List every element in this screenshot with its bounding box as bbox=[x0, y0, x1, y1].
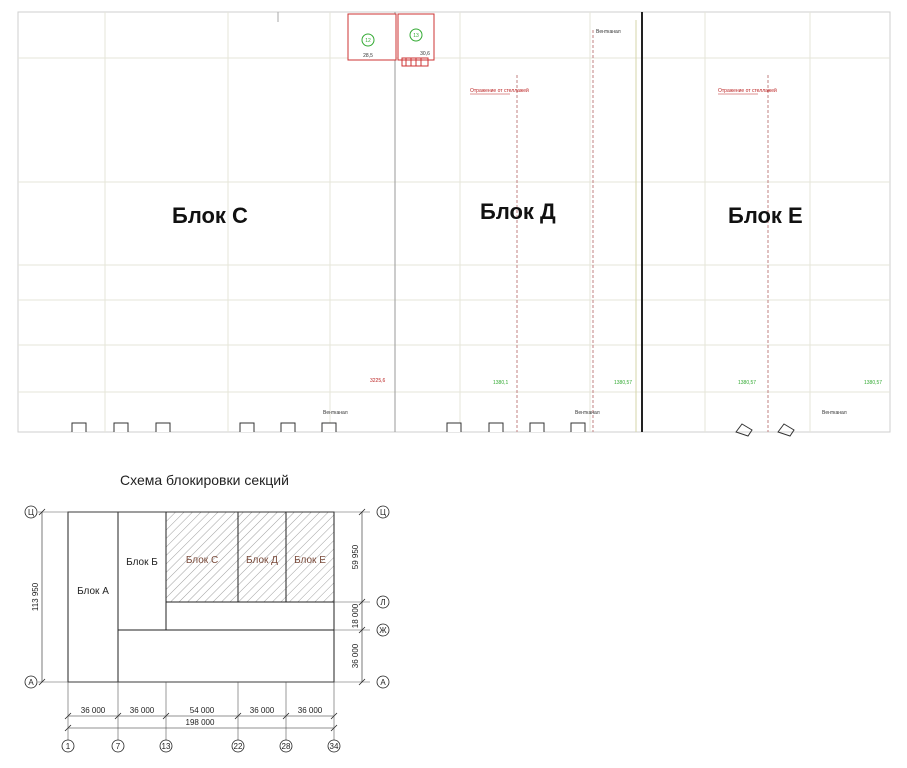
dim-total: 198 000 bbox=[186, 718, 215, 727]
axis-col-22: 22 bbox=[234, 742, 243, 751]
room-13-number: 13 bbox=[413, 33, 419, 39]
axis-l: Л bbox=[380, 598, 385, 607]
dim-right-3: 36 000 bbox=[351, 643, 360, 668]
axis-col-28: 28 bbox=[282, 742, 291, 751]
area-label-e1: 1380,57 bbox=[738, 380, 756, 386]
room-13-marker bbox=[409, 28, 423, 42]
axis-col-7: 7 bbox=[116, 742, 121, 751]
axis-col-1: 1 bbox=[66, 742, 71, 751]
room-12-number: 12 bbox=[365, 38, 371, 44]
blocking-scheme: Схема блокировки секций Блок А Блок Б Бл… bbox=[24, 472, 390, 753]
dim-bottom-1: 36 000 bbox=[81, 706, 106, 715]
dim-bottom-4: 36 000 bbox=[250, 706, 275, 715]
dim-right-1: 59 950 bbox=[351, 544, 360, 569]
scheme-block-e bbox=[285, 511, 335, 603]
block-e-label: Блок Е bbox=[728, 203, 803, 228]
room-12 bbox=[347, 13, 397, 61]
wall-note-d: Отражение от стеллажей bbox=[470, 87, 529, 94]
scheme-lower-area bbox=[118, 629, 335, 683]
floor-plan: 12 13 28,5 30,6 Вентканал Отражение от с… bbox=[17, 11, 891, 437]
axis-zh-bubble bbox=[376, 623, 390, 637]
dim-left: 113 950 bbox=[31, 582, 40, 611]
area-label-c: 3225,6 bbox=[370, 378, 386, 384]
axis-col-34: 34 bbox=[330, 742, 339, 751]
loading-gates bbox=[71, 422, 586, 432]
scheme-block-a bbox=[67, 511, 119, 683]
dim-bottom-2: 36 000 bbox=[130, 706, 155, 715]
scheme-block-c bbox=[165, 511, 239, 603]
corner-note: Вентканал bbox=[596, 29, 621, 35]
scheme-block-b bbox=[117, 511, 167, 631]
scheme-block-d-label: Блок Д bbox=[246, 555, 278, 566]
room-13-value: 30,6 bbox=[420, 51, 430, 57]
bottom-note-c: Вентканал bbox=[323, 410, 348, 416]
axis-ts-left-bubble bbox=[24, 505, 38, 519]
axis-ts-right-bubble bbox=[376, 505, 390, 519]
area-label-d1: 1380,1 bbox=[493, 380, 509, 386]
scheme-block-e-label: Блок Е bbox=[294, 555, 326, 566]
scheme-title: Схема блокировки секций bbox=[120, 472, 289, 488]
room-12-marker bbox=[361, 33, 375, 47]
scheme-block-b-label: Блок Б bbox=[126, 557, 158, 568]
area-label-e2: 1380,57 bbox=[864, 380, 882, 386]
scheme-block-a-label: Блок А bbox=[77, 586, 109, 597]
bottom-note-e: Вентканал bbox=[822, 410, 847, 416]
room-13 bbox=[397, 13, 435, 61]
axis-col-28-bubble bbox=[279, 739, 293, 753]
bottom-note-d: Вентканал bbox=[575, 410, 600, 416]
axis-col-13-bubble bbox=[159, 739, 173, 753]
scheme-block-c-label: Блок С bbox=[186, 555, 218, 566]
stairs bbox=[401, 57, 429, 67]
axis-col-34-bubble bbox=[327, 739, 341, 753]
axis-col-1-bubble bbox=[61, 739, 75, 753]
gate-e bbox=[735, 423, 795, 437]
wall-note-e: Отражение от стеллажей bbox=[718, 87, 777, 94]
axis-a-right: А bbox=[380, 678, 386, 687]
axis-zh: Ж bbox=[379, 626, 387, 635]
axis-ts-right: Ц bbox=[380, 508, 386, 517]
axis-col-7-bubble bbox=[111, 739, 125, 753]
dim-bottom-3: 54 000 bbox=[190, 706, 215, 715]
plan-frame bbox=[17, 11, 891, 433]
dim-bottom-5: 36 000 bbox=[298, 706, 323, 715]
axis-a-left-bubble bbox=[24, 675, 38, 689]
block-d-label: Блок Д bbox=[480, 199, 556, 224]
block-c-label: Блок С bbox=[172, 203, 248, 228]
plan-grid bbox=[18, 12, 890, 432]
scheme-block-d bbox=[237, 511, 287, 603]
axis-col-22-bubble bbox=[231, 739, 245, 753]
axis-a-right-bubble bbox=[376, 675, 390, 689]
axis-ts-left: Ц bbox=[28, 508, 34, 517]
axis-l-bubble bbox=[376, 595, 390, 609]
area-label-d2: 1380,57 bbox=[614, 380, 632, 386]
axis-a-left: А bbox=[28, 678, 34, 687]
axis-col-13: 13 bbox=[162, 742, 171, 751]
room-12-value: 28,5 bbox=[363, 53, 373, 59]
dim-right-2: 18 000 bbox=[351, 603, 360, 628]
